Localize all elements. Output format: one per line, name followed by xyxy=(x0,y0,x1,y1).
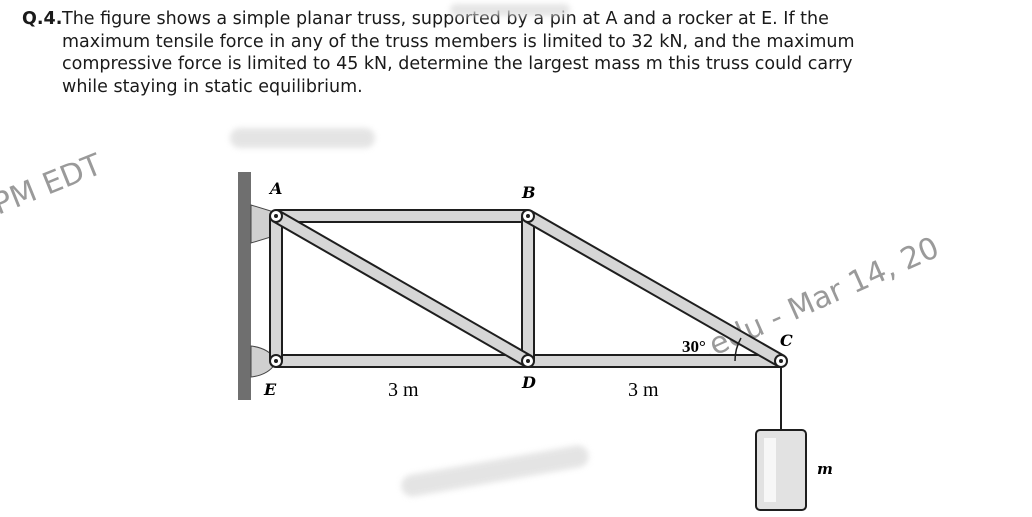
member-AD xyxy=(272,209,532,368)
problem-line-1: The figure shows a simple planar truss, … xyxy=(62,9,829,29)
mass-label: m xyxy=(817,460,833,478)
watermark-left: PM EDT xyxy=(0,147,107,223)
dimension-ED: 3 m xyxy=(388,379,419,401)
joint-label-D: D xyxy=(521,373,536,392)
wall-support xyxy=(238,172,251,400)
joint-label-C: C xyxy=(780,331,793,350)
joint-label-A: A xyxy=(268,179,282,198)
smudge-top xyxy=(230,128,375,148)
smudge-top-right xyxy=(450,4,570,16)
problem-line-4: while staying in static equilibrium. xyxy=(62,76,363,97)
joint-label-E: E xyxy=(263,380,277,399)
truss-figure: A B C D E 30° 3 m 3 m m xyxy=(238,172,833,511)
angle-label: 30° xyxy=(682,337,706,356)
joint-label-B: B xyxy=(521,183,536,202)
problem-line-3: compressive force is limited to 45 kN, d… xyxy=(62,54,853,74)
member-BC xyxy=(524,209,785,368)
hanging-mass xyxy=(755,429,807,511)
angle-arc xyxy=(734,337,742,362)
dimension-DC: 3 m xyxy=(628,379,659,401)
problem-line-2: maximum tensile force in any of the trus… xyxy=(62,31,855,52)
question-number: Q.4. xyxy=(22,9,63,29)
